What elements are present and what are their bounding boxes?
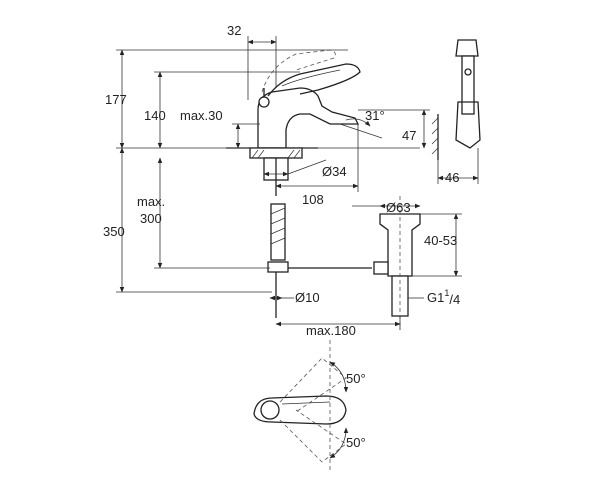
dim-top-width: 32: [227, 23, 241, 38]
lever-highlight: [281, 69, 341, 87]
dim-rod-diameter: Ø10: [295, 290, 320, 305]
dim-reach: 108: [302, 192, 324, 207]
deck-hatching: [251, 149, 301, 159]
faucet-body: [257, 87, 360, 149]
dim-thread: G11/4: [427, 288, 460, 307]
lever-handle: [267, 63, 361, 97]
lever-top-outline: [253, 395, 347, 425]
drain-pivot: [373, 261, 389, 275]
dim-max-offset: max.180: [306, 323, 356, 338]
dim-max-lift: max.30: [180, 108, 223, 123]
dim-drain-range: 40-53: [424, 233, 457, 248]
rod-clip: [267, 261, 289, 273]
dim-rotation-top: 50°: [346, 371, 366, 386]
dim-hole-diameter: Ø34: [322, 164, 347, 179]
pop-up-knob: [258, 96, 270, 108]
lever-top-view: [253, 340, 347, 470]
under-deck-assembly: [267, 196, 421, 330]
lever-rotated-down: [279, 409, 347, 463]
lever-rotated-up: [279, 357, 347, 413]
shower-holder: [455, 101, 481, 149]
rod-knurl: [270, 207, 286, 245]
dimension-lines: [116, 36, 479, 459]
dim-holder-width: 46: [445, 170, 459, 185]
dim-spout-drop: 47: [402, 128, 416, 143]
dim-total-height: 350: [103, 224, 125, 239]
wall-hatching: [431, 117, 439, 155]
dim-max-depth: 300: [140, 211, 162, 226]
pop-up-rod-assembly: [270, 203, 286, 261]
mounting-nut: [249, 147, 303, 159]
dim-height-total: 177: [105, 92, 127, 107]
dim-drain-diameter: Ø63: [386, 200, 411, 215]
dim-spout-angle: 31°: [365, 108, 385, 123]
dim-height-spout: 140: [144, 108, 166, 123]
lever-top-highlight: [281, 401, 331, 405]
lever-raised-outline: [261, 49, 336, 93]
dimension-labels: 32 177 140 max.30 31° 47 Ø34 108 46 max.…: [103, 23, 460, 450]
lever-pivot: [260, 400, 280, 420]
shower-head: [455, 39, 479, 57]
hand-shower-view: [431, 39, 481, 184]
shower-trigger: [464, 68, 472, 76]
dim-rotation-bottom: 50°: [346, 435, 366, 450]
shower-handle: [461, 55, 475, 115]
dim-max-label: max.: [137, 194, 165, 209]
